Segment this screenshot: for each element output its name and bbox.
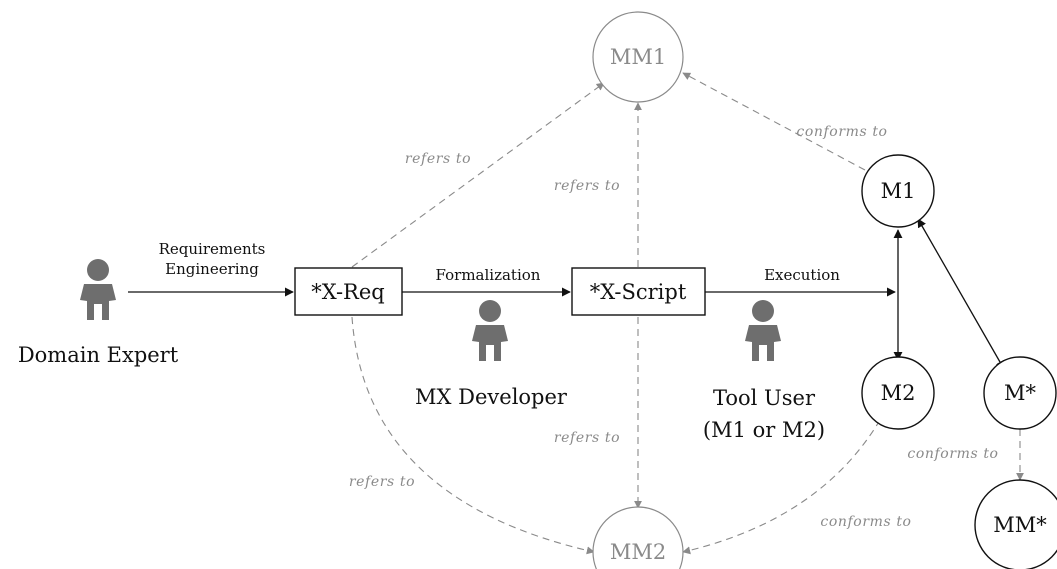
- xreq-mm1-refers-label: refers to: [405, 151, 471, 167]
- domain-expert-label: Domain Expert: [18, 343, 179, 367]
- m2-mm2-conforms-label: conforms to: [820, 514, 911, 530]
- xreq-mm2-refers-arrow: [351, 316, 595, 555]
- requirements-label: Requirements: [159, 240, 266, 258]
- xscript-label: *X-Script: [590, 280, 687, 304]
- m1-mm1-conforms-label: conforms to: [796, 124, 887, 140]
- formalization-label: Formalization: [436, 266, 541, 284]
- xscript-mm1-refers-label: refers to: [554, 178, 620, 194]
- mstar-circle: [983, 356, 1057, 430]
- domain-expert-person-icon: [80, 259, 116, 320]
- tool-user-person-icon: [745, 300, 781, 361]
- mx-developer-person-icon: [472, 300, 508, 361]
- m1-circle: [861, 154, 935, 228]
- tool-user-label: Tool User: [713, 386, 816, 410]
- m1-label: M1: [881, 179, 916, 203]
- execution-label: Execution: [764, 266, 840, 284]
- m1-mstar-bidirectional-arrow: [917, 218, 1005, 370]
- xreq-label: *X-Req: [311, 280, 384, 304]
- mstar-label: M*: [1004, 381, 1037, 405]
- mm2-label: MM2: [610, 540, 666, 564]
- mm1-label: MM1: [610, 45, 666, 69]
- xscript-box: [571, 267, 706, 316]
- m2-circle: [861, 356, 935, 430]
- mstar-mmstar-conforms-label: conforms to: [907, 446, 998, 462]
- mm1-circle: [592, 11, 684, 103]
- xreq-box: [294, 267, 403, 316]
- m2-mm2-conforms-arrow: [682, 419, 881, 555]
- xreq-mm2-refers-label: refers to: [349, 474, 415, 490]
- mmstar-label: MM*: [993, 513, 1047, 537]
- xreq-mm1-refers-arrow: [351, 82, 605, 268]
- engineering-label: Engineering: [165, 260, 259, 278]
- tool-user-sublabel: (M1 or M2): [703, 418, 825, 442]
- xscript-mm2-refers-label: refers to: [554, 430, 620, 446]
- mmstar-circle: [974, 479, 1057, 569]
- mm2-circle: [592, 506, 684, 569]
- m1-mm1-conforms-arrow: [682, 72, 866, 171]
- mx-developer-label: MX Developer: [415, 385, 568, 409]
- m2-label: M2: [881, 381, 916, 405]
